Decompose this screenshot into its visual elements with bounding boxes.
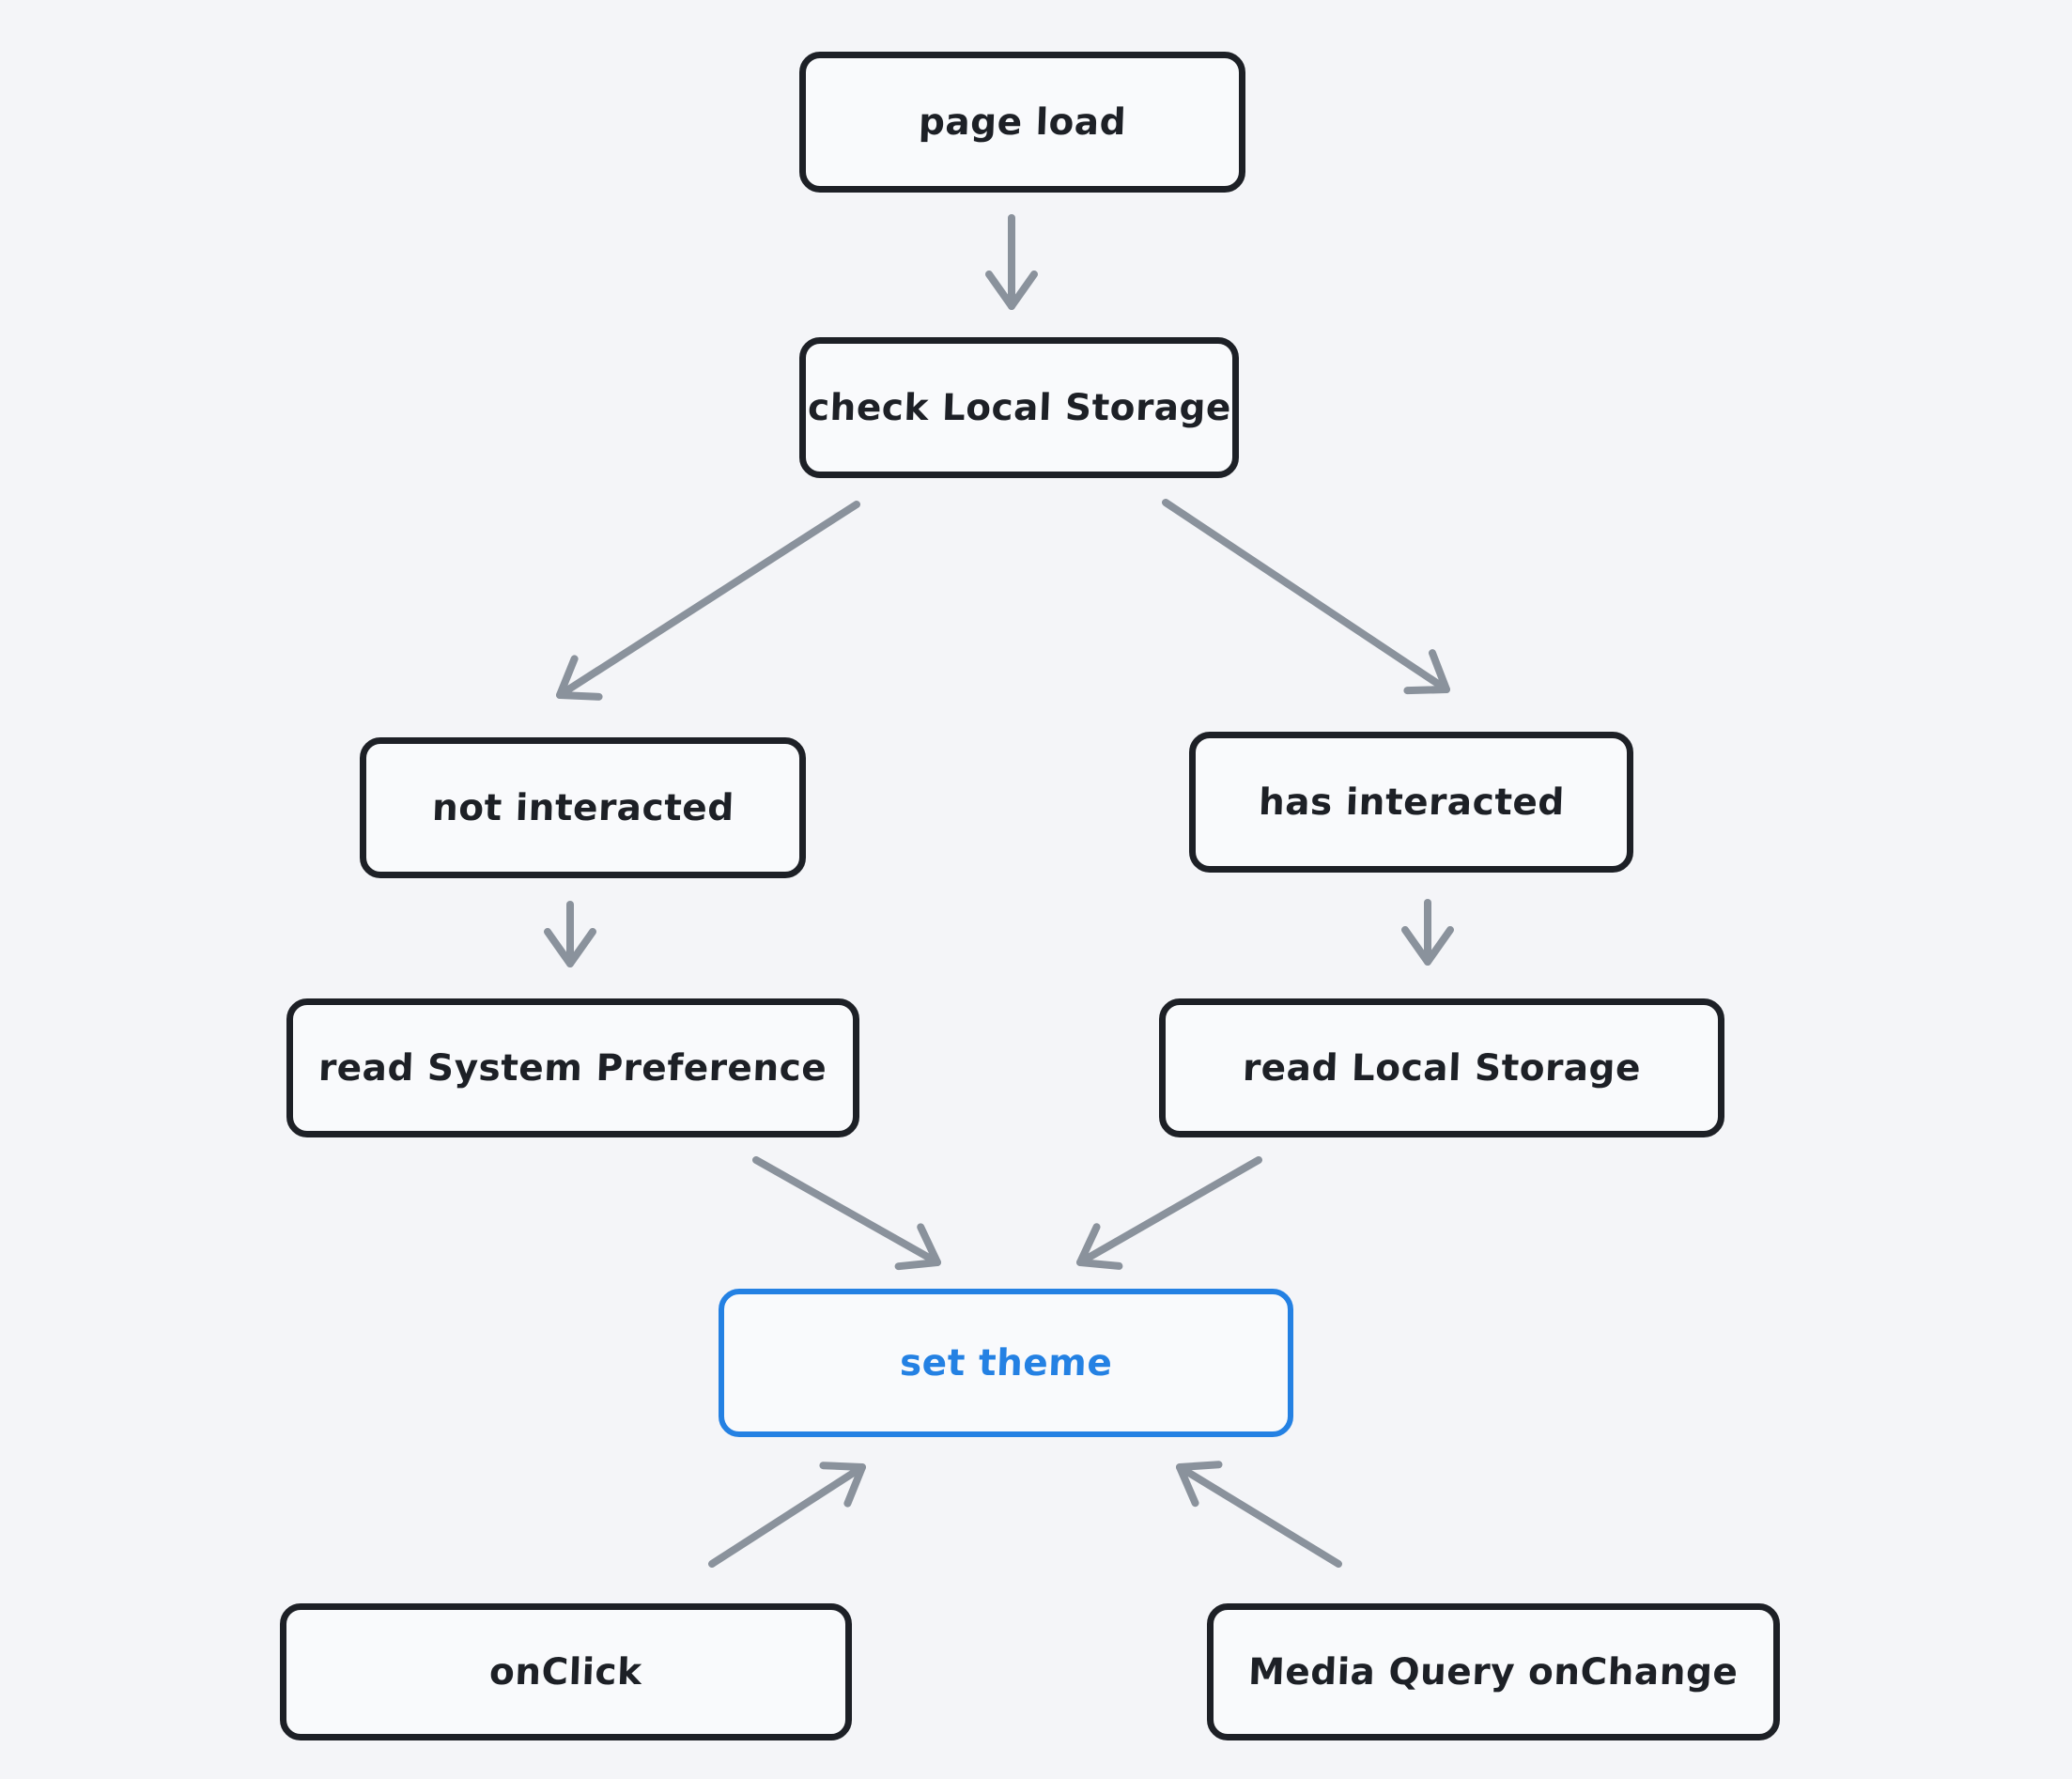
edge-onclick-settheme[interactable]: [708, 1462, 866, 1568]
node-has-interacted-label: has interacted: [1257, 781, 1566, 824]
edge-mediaqueryonchange-settheme[interactable]: [1176, 1461, 1342, 1568]
node-not-interacted[interactable]: not interacted: [360, 737, 806, 878]
node-onclick-label: onClick: [488, 1650, 643, 1694]
node-read-local-storage-label: read Local Storage: [1242, 1046, 1642, 1090]
edge-checklocalstorage-hasinteracted[interactable]: [1162, 499, 1450, 695]
edge-readsystempreference-settheme[interactable]: [752, 1156, 941, 1271]
node-onclick[interactable]: onClick: [280, 1603, 852, 1740]
node-media-query-onchange[interactable]: Media Query onChange: [1207, 1603, 1780, 1740]
node-check-local-storage-label: check Local Storage: [806, 386, 1232, 429]
node-not-interacted-label: not interacted: [430, 786, 735, 829]
node-set-theme[interactable]: set theme: [719, 1289, 1293, 1437]
edge-readlocalstorage-settheme[interactable]: [1076, 1156, 1262, 1270]
node-check-local-storage[interactable]: check Local Storage: [799, 337, 1239, 478]
node-read-system-preference[interactable]: read System Preference: [286, 998, 859, 1137]
node-set-theme-label: set theme: [899, 1341, 1113, 1385]
node-read-local-storage[interactable]: read Local Storage: [1159, 998, 1724, 1137]
edge-checklocalstorage-notinteracted[interactable]: [556, 501, 860, 701]
node-has-interacted[interactable]: has interacted: [1189, 732, 1633, 873]
node-media-query-onchange-label: Media Query onChange: [1247, 1650, 1740, 1694]
node-page-load-label: page load: [918, 101, 1127, 144]
node-read-system-preference-label: read System Preference: [317, 1046, 828, 1090]
node-page-load[interactable]: page load: [799, 52, 1245, 193]
